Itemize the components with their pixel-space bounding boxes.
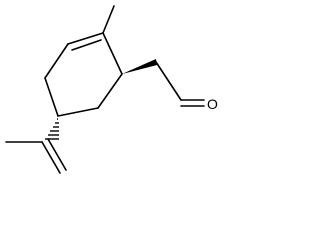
wedge-bond-c3-ch2 [122, 59, 157, 74]
hashed-bond-c5-isopropenyl [45, 118, 59, 140]
bond-c4-c5 [57, 107, 99, 117]
bond-c2-methyl [102, 5, 115, 34]
bond-alkene-ch2-double [47, 138, 67, 171]
bond-c1-c2 [67, 32, 104, 45]
bond-alkene-ch2 [41, 141, 61, 174]
bond-c5-c6 [44, 77, 59, 117]
oxygen-label: O [207, 96, 218, 112]
bond-ch2-cho [155, 61, 182, 101]
bond-c6-c1 [44, 43, 69, 79]
molecule-canvas: O [5, 5, 218, 174]
bond-c3-c4 [97, 73, 123, 109]
structure-drawing: O [5, 5, 218, 174]
bond-c1-c2-inner [71, 39, 102, 51]
bond-c2-c3 [102, 32, 123, 75]
